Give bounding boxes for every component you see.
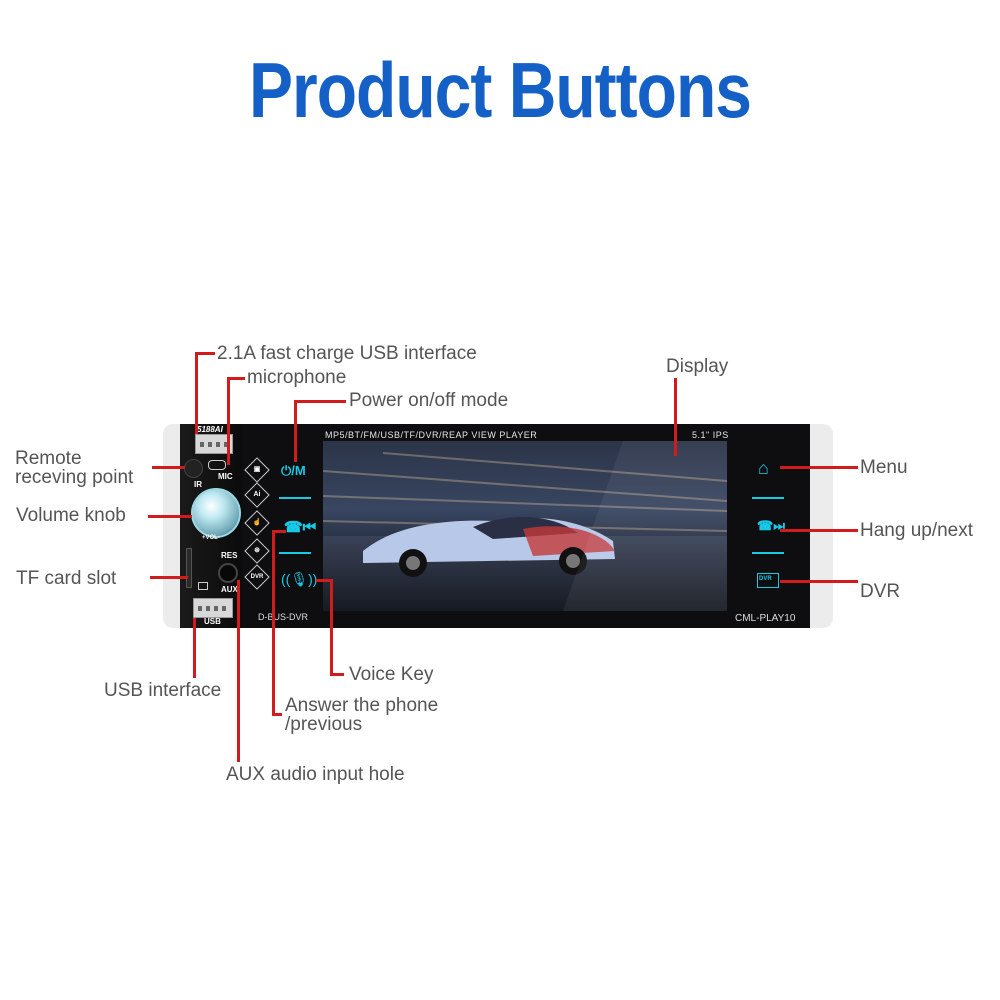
label-usb-fast-charge: 2.1A fast charge USB interface — [217, 343, 477, 364]
steering-wheel-icon: ⊛ — [254, 547, 260, 554]
leader-mic — [227, 377, 245, 380]
touch-divider — [279, 497, 311, 499]
hangup-next-button[interactable]: ☎⏭ — [757, 518, 785, 533]
model-name-label: CML-PLAY10 — [735, 613, 796, 624]
usb-port — [193, 598, 233, 618]
leader-usb — [193, 618, 196, 678]
label-display: Display — [666, 356, 729, 377]
finger-icon: ☝ — [252, 519, 262, 526]
aux-jack[interactable] — [218, 563, 238, 583]
leader-menu — [780, 466, 858, 469]
page-title: Product Buttons — [249, 46, 752, 134]
fast-charge-usb-port — [195, 434, 233, 454]
label-usb-interface: USB interface — [104, 680, 222, 701]
car-wallpaper — [323, 441, 727, 611]
leader-answer — [272, 530, 275, 715]
model-label: 5188AI — [197, 425, 223, 434]
volume-label: +VOL- — [202, 535, 220, 541]
leader-answer — [272, 713, 282, 716]
dvr-button[interactable]: DVR — [757, 573, 779, 588]
leader-power — [294, 400, 346, 403]
screen-size-label: 5.1" IPS — [692, 430, 729, 440]
touch-divider — [279, 552, 311, 554]
leader-usb-fast — [195, 352, 215, 355]
leader-volume — [148, 515, 192, 518]
leader-voice — [316, 579, 333, 582]
answer-previous-icon[interactable]: ☎⏮ — [284, 519, 317, 536]
res-label: RES — [221, 551, 238, 560]
tf-card-slot[interactable] — [186, 548, 192, 588]
tf-card-icon — [198, 582, 208, 590]
leader-remote — [152, 466, 185, 469]
touch-divider — [752, 497, 784, 499]
label-menu: Menu — [860, 457, 908, 478]
dvr-button-label: DVR — [759, 576, 772, 582]
label-answer-2: /previous — [285, 714, 363, 735]
dbus-label: D-BUS-DVR — [258, 612, 309, 622]
leader-dvr — [780, 580, 858, 583]
label-microphone: microphone — [247, 367, 347, 388]
leader-power — [294, 400, 297, 462]
label-voice: Voice Key — [349, 664, 434, 685]
display-screen[interactable] — [323, 441, 727, 611]
leader-display — [674, 378, 677, 456]
leader-tf — [150, 576, 188, 579]
label-tf-card: TF card slot — [16, 568, 117, 589]
ir-label: IR — [194, 480, 202, 489]
label-dvr: DVR — [860, 581, 901, 602]
mode-icon: ▣ — [253, 466, 261, 473]
leader-answer — [272, 530, 286, 533]
label-aux: AUX audio input hole — [226, 764, 405, 785]
mic-label: MIC — [218, 472, 233, 481]
leader-aux — [237, 580, 240, 762]
label-power: Power on/off mode — [349, 390, 509, 411]
feature-bar: MP5/BT/FM/USB/TF/DVR/REAP VIEW PLAYER — [325, 430, 538, 440]
volume-knob[interactable] — [191, 488, 241, 538]
leader-hangup — [780, 529, 858, 532]
power-mode-button[interactable]: ⏻/M — [281, 463, 306, 478]
leader-voice — [330, 673, 344, 676]
ai-icon: Ai — [253, 491, 261, 498]
label-volume: Volume knob — [16, 505, 126, 526]
touch-divider — [752, 552, 784, 554]
leader-voice — [330, 579, 333, 675]
label-remote-1: Remote — [15, 448, 82, 469]
ir-sensor-icon — [184, 459, 203, 478]
label-answer-1: Answer the phone — [285, 695, 439, 716]
label-remote-2: receving point — [15, 467, 134, 488]
mic-hole-icon — [208, 460, 226, 470]
aux-label: AUX — [221, 585, 238, 594]
label-hangup: Hang up/next — [860, 520, 974, 541]
dvr-diamond-label: DVR — [250, 574, 264, 580]
usb-label: USB — [204, 617, 221, 626]
home-menu-button[interactable]: ⌂ — [758, 458, 769, 478]
voice-key-icon[interactable]: ((🎙)) — [281, 571, 318, 587]
leader-usb-fast — [195, 352, 198, 434]
leader-mic — [227, 377, 230, 465]
